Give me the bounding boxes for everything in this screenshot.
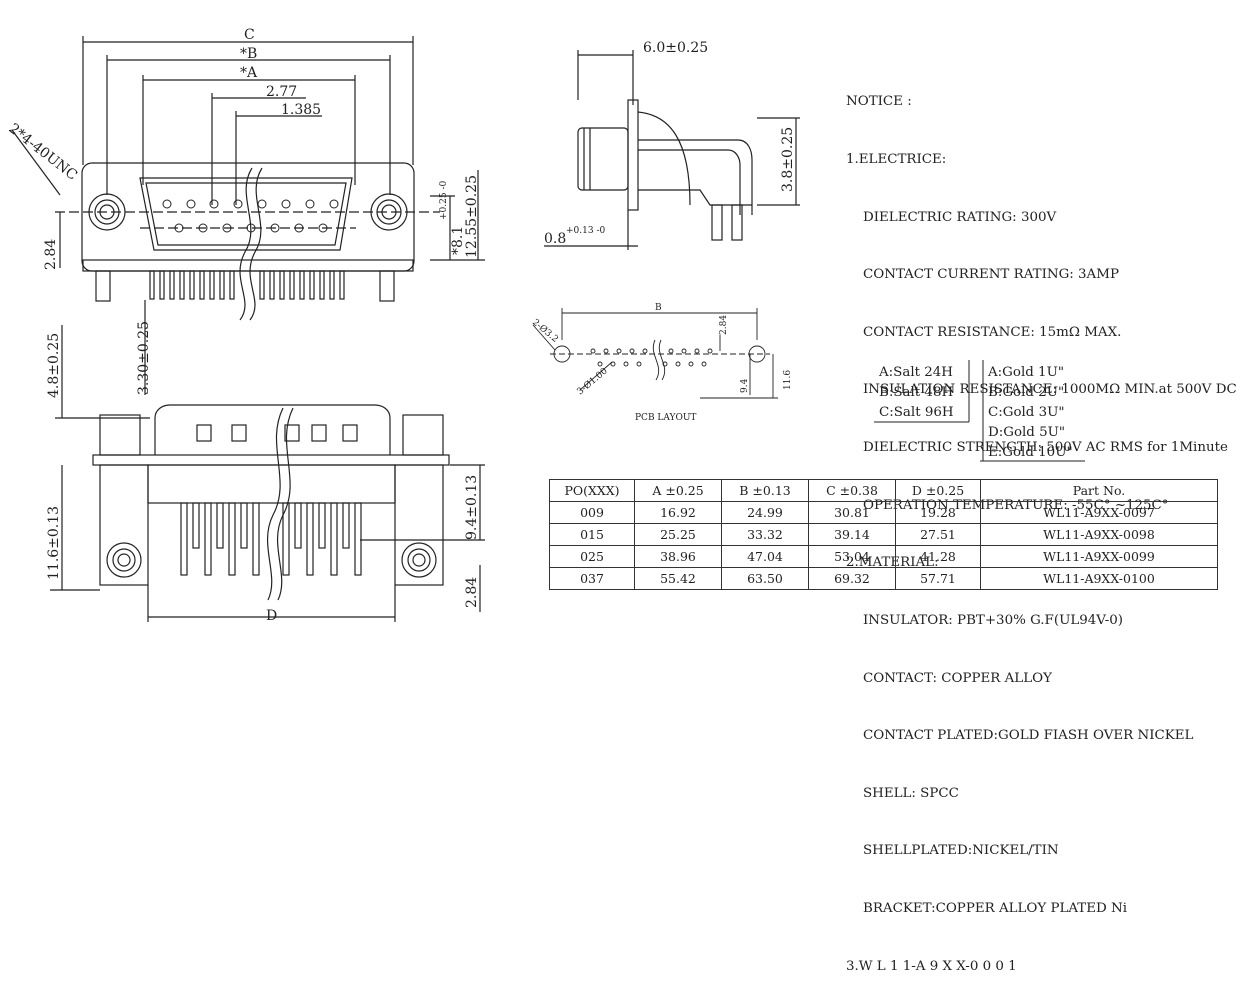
dim-pitch: 2.77 (266, 84, 297, 100)
cell: WL11-A9XX-0098 (980, 523, 1218, 546)
pcb-hole-large: 2-Ø3.2 (530, 317, 560, 345)
cell: 55.42 (634, 567, 722, 590)
cell: 30.81 (808, 501, 896, 524)
notice-shell-plated: SHELLPLATED:NICKEL/TIN (863, 843, 1059, 859)
pcb-hole-small: 3-Ø1.00 (575, 365, 610, 397)
gold-option: B:Gold 2U" (988, 385, 1065, 400)
col-header: C ±0.38 (808, 479, 896, 502)
table-row: 015 25.25 33.32 39.14 27.51 WL11-A9XX-00… (549, 523, 1218, 546)
cell: 53.04 (808, 545, 896, 568)
dim-v284-top: 2.84 (43, 239, 59, 270)
notice-contact: CONTACT: COPPER ALLOY (863, 670, 1052, 686)
pcb-dim-284: 2.84 (719, 315, 729, 335)
cell: 41.28 (895, 545, 981, 568)
col-header: B ±0.13 (721, 479, 809, 502)
cell: WL11-A9XX-0097 (980, 501, 1218, 524)
cell: 25.25 (634, 523, 722, 546)
notice-section-electric: 1.ELECTRICE: (846, 152, 947, 168)
pcb-dim-94: 9.4 (740, 378, 750, 393)
cell: 47.04 (721, 545, 809, 568)
cell: 27.51 (895, 523, 981, 546)
notice-contact-resistance: CONTACT RESISTANCE: 15mΩ MAX. (863, 324, 1122, 340)
col-header: Part No. (980, 479, 1218, 502)
notice-part-code: 3.W L 1 1-A 9 X X-0 0 0 1 (846, 958, 1017, 974)
cell: 24.99 (721, 501, 809, 524)
dim-h1255: 12.55±0.25 (464, 175, 480, 258)
salt-option: C:Salt 96H (879, 405, 954, 420)
pcb-caption: PCB LAYOUT (635, 413, 696, 423)
gold-option: D:Gold 5U" (988, 425, 1066, 440)
col-header: PO(XXX) (549, 479, 635, 502)
notice-title: NOTICE : (846, 94, 912, 110)
dim-v330: 3.30±0.25 (136, 321, 152, 395)
front-view-top (11, 36, 485, 395)
dim-screw: 2*4-40UNC (6, 121, 81, 184)
dim-a: *A (240, 65, 258, 81)
notice-contact-current: CONTACT CURRENT RATING: 3AMP (863, 267, 1119, 283)
dim-t08: 0.8 (544, 231, 566, 247)
col-header: D ±0.25 (895, 479, 981, 502)
dim-t08-tol: +0.13 -0 (566, 226, 605, 236)
dim-half-pitch: 1.385 (281, 102, 321, 118)
dim-v284-bottom: 2.84 (464, 577, 480, 608)
col-header: A ±0.25 (634, 479, 722, 502)
dim-h38: 3.8±0.25 (780, 127, 796, 192)
option-code-lines (874, 360, 1085, 462)
cell: 38.96 (634, 545, 722, 568)
technical-drawing: C *B *A 2.77 1.385 2*4-40UNC *8.1 +0.25 … (6, 27, 1085, 624)
gold-option: A:Gold 1U" (988, 365, 1065, 380)
table-row: 025 38.96 47.04 53.04 41.28 WL11-A9XX-00… (549, 545, 1218, 568)
table-row: 037 55.42 63.50 69.32 57.71 WL11-A9XX-01… (549, 567, 1218, 590)
table-row: 009 16.92 24.99 30.81 19.28 WL11-A9XX-00… (549, 501, 1218, 524)
dim-b: *B (240, 46, 257, 62)
cell: 63.50 (721, 567, 809, 590)
cell: 037 (549, 567, 635, 590)
gold-options: A:Gold 1U" B:Gold 2U" C:Gold 3U" D:Gold … (988, 363, 1073, 463)
cell: 33.32 (721, 523, 809, 546)
salt-options: A:Salt 24H B:Salt 48H C:Salt 96H (879, 363, 954, 423)
dim-h81: *8.1 (450, 226, 466, 255)
pcb-layout (532, 308, 778, 399)
cell: 19.28 (895, 501, 981, 524)
cell: WL11-A9XX-0100 (980, 567, 1218, 590)
dim-w6: 6.0±0.25 (643, 40, 708, 56)
notice-shell: SHELL: SPCC (863, 785, 959, 801)
cell: 16.92 (634, 501, 722, 524)
cell: 57.71 (895, 567, 981, 590)
cell: WL11-A9XX-0099 (980, 545, 1218, 568)
dim-v116-bottom: 11.6±0.13 (46, 506, 62, 580)
side-view (544, 50, 800, 250)
dim-h81-tol: +0.25 -0 (439, 181, 449, 220)
gold-option: E:Gold 10U" (988, 445, 1073, 460)
gold-option: C:Gold 3U" (988, 405, 1065, 420)
dim-d: D (266, 608, 277, 624)
cell: 015 (549, 523, 635, 546)
spec-table: PO(XXX) A ±0.25 B ±0.13 C ±0.38 D ±0.25 … (549, 479, 1218, 590)
table-header-row: PO(XXX) A ±0.25 B ±0.13 C ±0.38 D ±0.25 … (549, 479, 1218, 502)
notice-contact-plated: CONTACT PLATED:GOLD FIASH OVER NICKEL (863, 728, 1194, 744)
dim-v48: 4.8±0.25 (46, 333, 62, 398)
cell: 025 (549, 545, 635, 568)
front-view-bottom (50, 325, 485, 622)
cell: 69.32 (808, 567, 896, 590)
notice-insulation-resistance: INSULATION RESISTANCE: 1000MΩ MIN.at 500… (863, 382, 1237, 398)
cell: 009 (549, 501, 635, 524)
notice-bracket: BRACKET:COPPER ALLOY PLATED Ni (863, 900, 1128, 916)
pcb-dim-b: B (655, 303, 662, 313)
cell: 39.14 (808, 523, 896, 546)
salt-option: B:Salt 48H (879, 385, 954, 400)
salt-option: A:Salt 24H (879, 365, 953, 380)
pcb-dim-116: 11.6 (783, 370, 793, 390)
notice-dielectric-rating: DIELECTRIC RATING: 300V (863, 209, 1057, 225)
dim-c: C (244, 27, 255, 43)
notice-insulator: INSULATOR: PBT+30% G.F(UL94V-0) (863, 612, 1123, 628)
notice-dielectric-strength: DIELECTRIC STRENGTH: 500V AC RMS for 1Mi… (863, 440, 1228, 456)
dim-v94-bottom: 9.4±0.13 (464, 475, 480, 540)
